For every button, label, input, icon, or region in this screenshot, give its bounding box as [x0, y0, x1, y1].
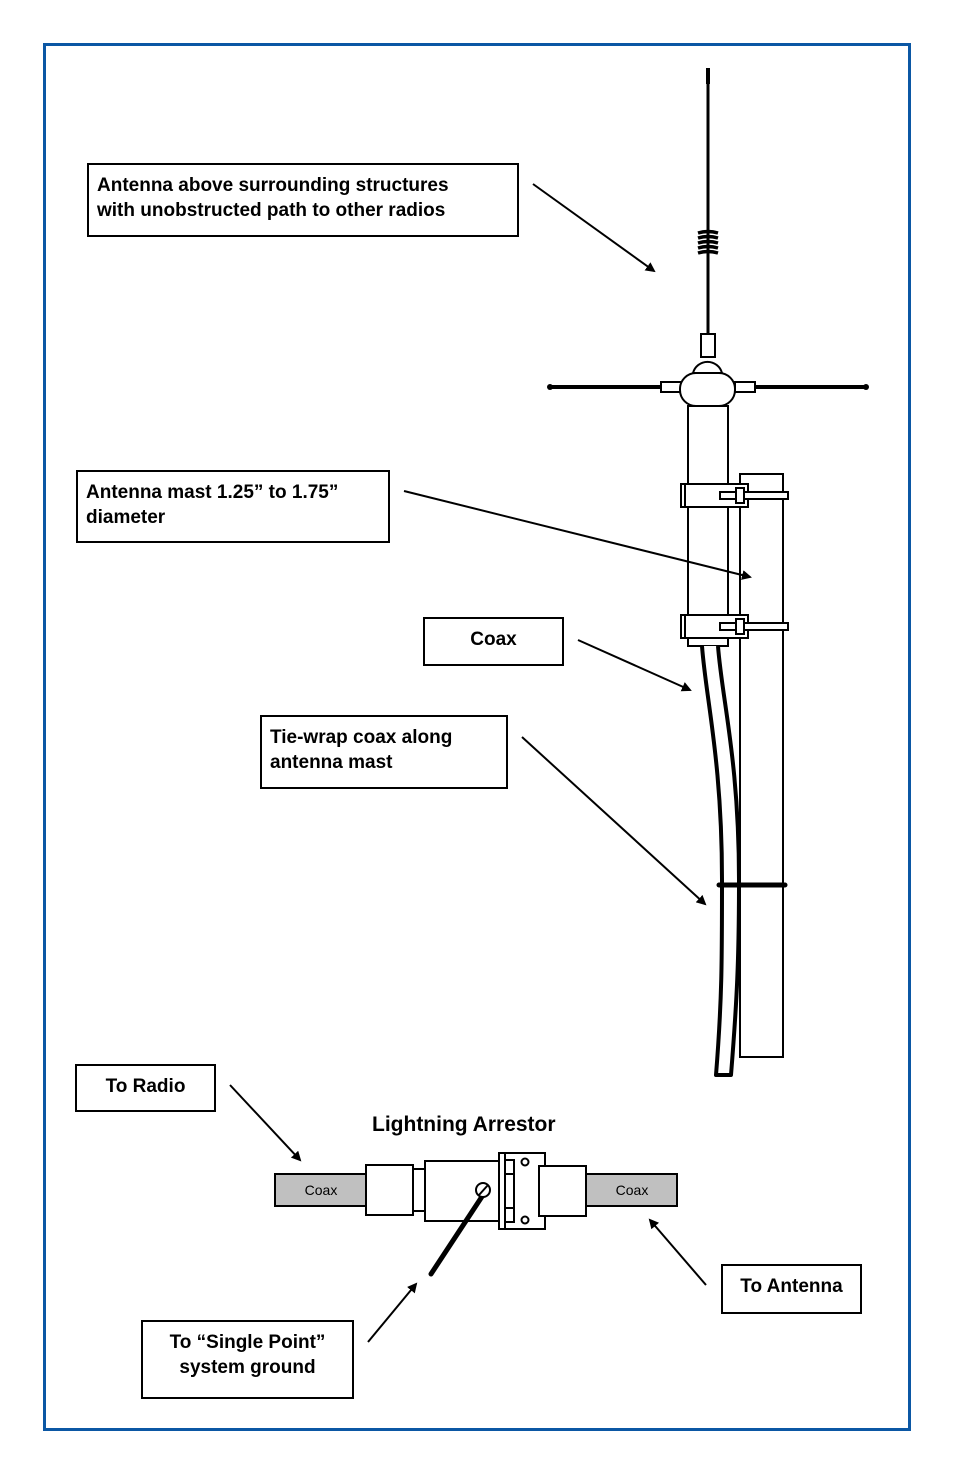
- to-antenna-text: To Antenna: [740, 1276, 843, 1297]
- loading-coil: [697, 229, 719, 255]
- coax-callout-arrow: [577, 639, 692, 692]
- to-antenna-arrow: [648, 1218, 707, 1286]
- tiewrap-callout-line1: Tie-wrap coax along: [270, 727, 453, 748]
- to-antenna-callout: To Antenna: [721, 1264, 862, 1314]
- arrestor-title: Lightning Arrestor: [372, 1113, 556, 1136]
- mast-clamp-upper: [680, 483, 789, 508]
- mast-callout: Antenna mast 1.25” to 1.75” diameter: [76, 470, 390, 543]
- ground-callout-line1: To “Single Point”: [169, 1332, 326, 1353]
- coax-cable: [700, 645, 741, 1077]
- coax-callout-text: Coax: [470, 629, 517, 650]
- mast-end-cap: [687, 637, 729, 647]
- antenna-callout-line2: with unobstructed path to other radios: [97, 200, 446, 221]
- ground-callout-arrow: [367, 1282, 418, 1343]
- ground-wire: [428, 1189, 488, 1277]
- mast-clamp-lower: [680, 614, 789, 639]
- coax-left: [274, 1173, 368, 1207]
- antenna-hub: [679, 372, 736, 407]
- antenna-callout: Antenna above surrounding structures wit…: [87, 163, 519, 237]
- connector-left: [365, 1164, 414, 1216]
- mast-callout-line1: Antenna mast 1.25” to 1.75”: [86, 482, 339, 503]
- tiewrap-callout-arrow: [521, 736, 707, 906]
- antenna-whip: [706, 68, 710, 335]
- connector-right: [538, 1165, 587, 1217]
- hub-dome: [691, 360, 724, 374]
- antenna-callout-arrow: [532, 183, 656, 273]
- mast-callout-line2: diameter: [86, 507, 166, 528]
- to-radio-text: To Radio: [105, 1076, 186, 1097]
- to-radio-callout: To Radio: [75, 1064, 216, 1112]
- coax-left-label: Coax: [305, 1182, 338, 1198]
- ground-callout-line2: system ground: [179, 1357, 316, 1378]
- antenna-mast: [687, 405, 729, 647]
- ground-callout: To “Single Point” system ground: [141, 1320, 354, 1399]
- coax-right: [585, 1173, 678, 1207]
- coax-right-label: Coax: [616, 1182, 649, 1198]
- tiewrap-callout-line2: antenna mast: [270, 752, 393, 773]
- support-pole: [739, 473, 784, 1058]
- antenna-callout-line1: Antenna above surrounding structures: [97, 175, 449, 196]
- tiewrap-callout: Tie-wrap coax along antenna mast: [260, 715, 508, 789]
- mast-callout-arrow: [403, 490, 752, 580]
- ground-radials: [547, 381, 869, 393]
- whip-base-connector: [700, 333, 716, 358]
- to-radio-arrow: [229, 1084, 302, 1162]
- coax-callout: Coax: [423, 617, 564, 666]
- lightning-arrestor: Coax Coax: [274, 1152, 678, 1277]
